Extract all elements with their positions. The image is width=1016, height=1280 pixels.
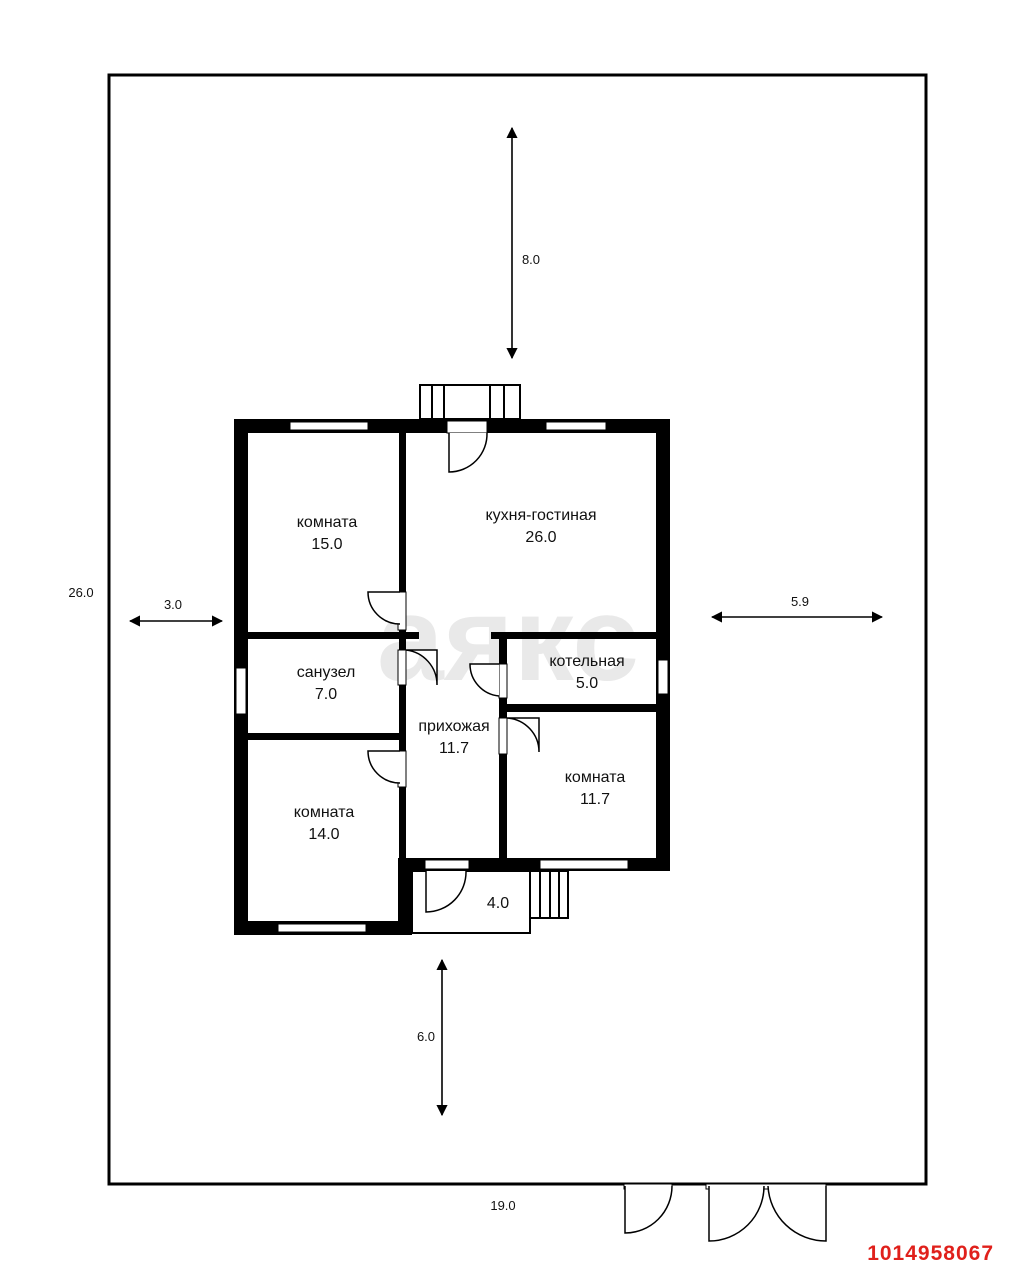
gate-vehicle bbox=[705, 1183, 827, 1242]
door-main-entrance bbox=[446, 420, 488, 473]
setback-right-label: 5.9 bbox=[791, 594, 809, 609]
door-room-14 bbox=[367, 750, 407, 788]
dimension-labels: 8.0 6.0 3.0 5.9 26.0 19.0 bbox=[68, 252, 809, 1213]
room-117-name: комната bbox=[565, 769, 626, 786]
bathroom-area: 7.0 bbox=[315, 686, 337, 703]
plot-width-label: 19.0 bbox=[490, 1198, 515, 1213]
bathroom-name: санузел bbox=[297, 664, 356, 681]
dimension-arrows bbox=[128, 126, 884, 1117]
boiler-area: 5.0 bbox=[576, 675, 598, 692]
setback-left-label: 3.0 bbox=[164, 597, 182, 612]
window-bottom-right bbox=[539, 859, 629, 870]
porch-area: 4.0 bbox=[487, 895, 509, 912]
door-bathroom bbox=[397, 649, 438, 686]
window-top-left bbox=[289, 421, 369, 431]
boiler-name: котельная bbox=[549, 653, 624, 670]
door-porch bbox=[425, 870, 467, 913]
room-15-name: комната bbox=[297, 514, 358, 531]
doors bbox=[367, 420, 827, 1242]
window-left-bathroom bbox=[235, 667, 247, 715]
listing-id: 1014958067 bbox=[867, 1242, 994, 1265]
plot-boundary bbox=[107, 73, 928, 1186]
gate-pedestrian bbox=[623, 1183, 673, 1234]
window-right-boiler bbox=[657, 659, 669, 695]
door-room-117 bbox=[498, 717, 540, 755]
window-bottom-left bbox=[277, 923, 367, 933]
setback-bottom-label: 6.0 bbox=[417, 1029, 435, 1044]
window-bottom-hall bbox=[424, 859, 470, 870]
door-room-15 bbox=[367, 591, 407, 631]
plot-depth-label: 26.0 bbox=[68, 585, 93, 600]
setback-top-label: 8.0 bbox=[522, 252, 540, 267]
hallway-name: прихожая bbox=[418, 718, 489, 735]
windows bbox=[235, 421, 669, 933]
kitchen-area: 26.0 bbox=[525, 529, 556, 546]
door-boiler bbox=[469, 663, 508, 699]
kitchen-name: кухня-гостиная bbox=[485, 507, 596, 524]
hallway-area: 11.7 bbox=[439, 740, 469, 757]
room-14-name: комната bbox=[294, 804, 355, 821]
front-steps bbox=[419, 384, 521, 420]
window-top-right bbox=[545, 421, 607, 431]
room-labels: комната 15.0 кухня-гостиная 26.0 санузел… bbox=[294, 507, 626, 912]
room-117-area: 11.7 bbox=[580, 791, 610, 808]
room-15-area: 15.0 bbox=[311, 536, 342, 553]
room-14-area: 14.0 bbox=[308, 826, 339, 843]
